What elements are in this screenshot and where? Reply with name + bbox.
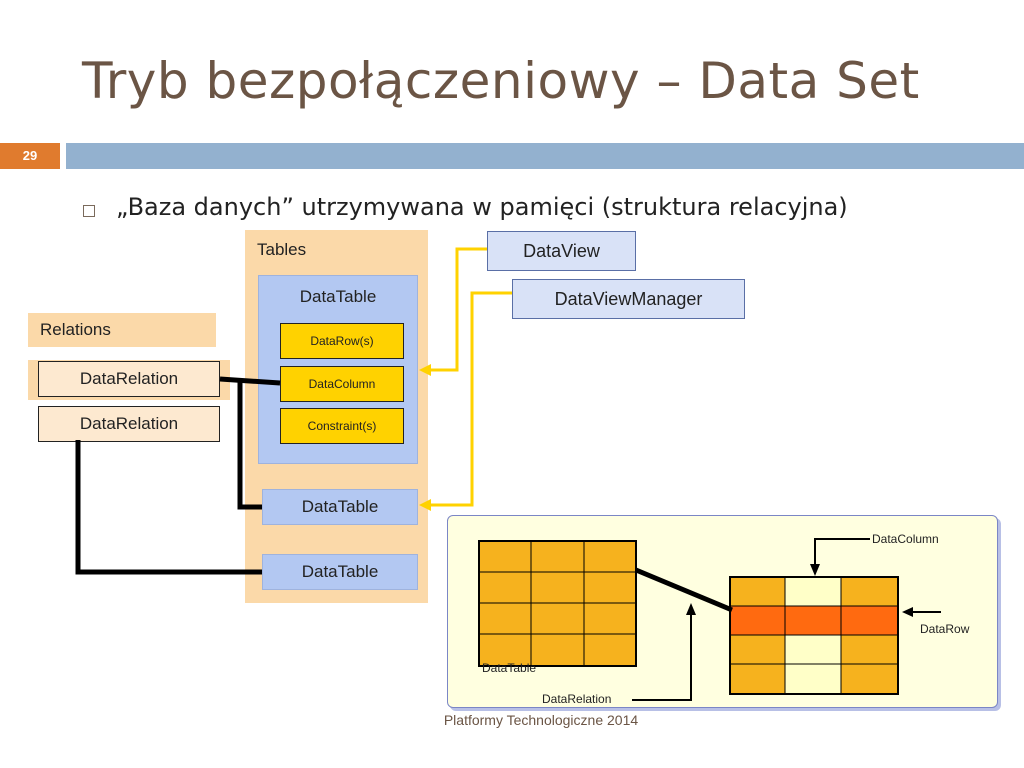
- dataview-connector: [428, 247, 487, 372]
- arrow-left-icon: [419, 499, 431, 511]
- tables-label: Tables: [257, 240, 307, 259]
- arrow-left-icon: [419, 364, 431, 376]
- relation-connector-datatable-2: [237, 381, 262, 510]
- datarelation-box-2: DataRelation: [38, 406, 220, 442]
- datatable-third: DataTable: [262, 554, 418, 590]
- datacolumn-box: DataColumn: [280, 366, 404, 402]
- relation-connector-column: [219, 376, 281, 386]
- dataviewmanager-box: DataViewManager: [512, 279, 745, 319]
- relation-connector-datatable-3: [75, 440, 262, 575]
- bullet-text: „Baza danych” utrzymywana w pamięci (str…: [116, 193, 848, 221]
- inset-relation-line: [635, 567, 733, 613]
- inset-datarelation-label: DataRelation: [542, 692, 612, 706]
- arrow-up-icon: [686, 603, 696, 615]
- slide-number-badge: 29: [0, 143, 60, 169]
- constraint-box: Constraint(s): [280, 408, 404, 444]
- relations-label-background: [28, 313, 216, 347]
- relations-label: Relations: [40, 320, 111, 339]
- datatable-second: DataTable: [262, 489, 418, 525]
- datatable-main-label: DataTable: [299, 287, 377, 306]
- slide-footer: Platformy Technologiczne 2014: [443, 712, 639, 728]
- title-divider-bar: [66, 143, 1024, 169]
- datarelation-box-1: DataRelation: [38, 361, 220, 397]
- datarelation-pointer: [632, 610, 692, 701]
- inset-datatable-label: DataTable: [482, 661, 537, 675]
- dataview-box: DataView: [487, 231, 636, 271]
- arrow-down-icon: [810, 564, 820, 576]
- datacolumn-pointer: [814, 538, 870, 572]
- arrow-left-icon: [902, 607, 913, 617]
- inset-datarow-label: DataRow: [920, 622, 970, 636]
- bullet-square-icon: [83, 205, 95, 217]
- dataviewmanager-connector: [428, 291, 512, 507]
- datarow-box: DataRow(s): [280, 323, 404, 359]
- slide-title: Tryb bezpołączeniowy – Data Set: [82, 52, 920, 110]
- inset-datatable-grid: [478, 540, 637, 667]
- inset-related-grid: [729, 576, 899, 695]
- inset-datacolumn-label: DataColumn: [872, 532, 939, 546]
